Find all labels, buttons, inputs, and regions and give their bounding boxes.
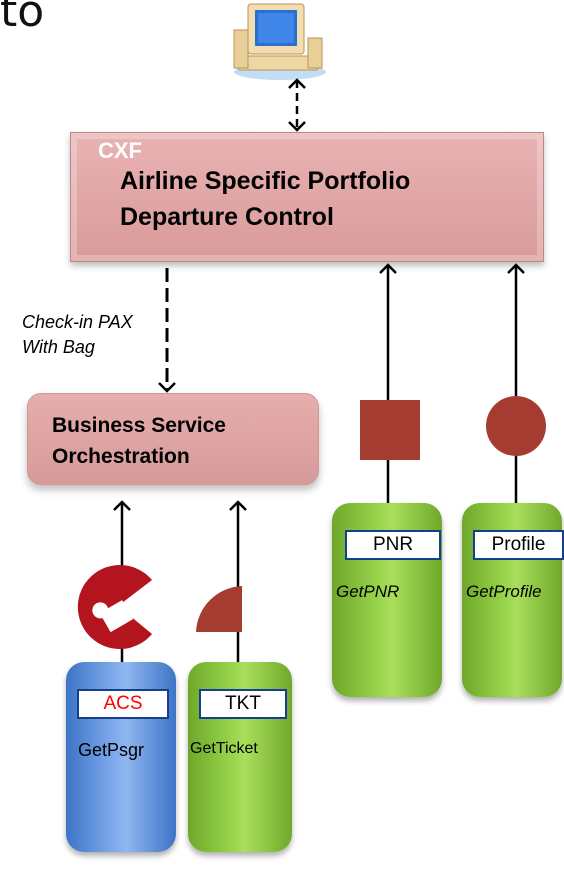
pnr-tag: PNR	[345, 530, 441, 560]
acs-tag: ACS	[77, 689, 169, 719]
cxf-line2: Departure Control	[120, 203, 334, 231]
flow-label: Check-in PAX With Bag	[22, 310, 133, 360]
cxf-line1: Airline Specific Portfolio	[120, 167, 411, 195]
quarter-circle-icon	[196, 586, 242, 632]
pnr-service-name: GetPNR	[336, 582, 400, 601]
title-fragment: to	[0, 0, 45, 37]
tkt-tag: TKT	[199, 689, 287, 719]
cxf-title: Airline Specific Portfolio Departure Con…	[120, 163, 410, 235]
orchestration-line1: Business Service	[52, 414, 226, 437]
pie-chart-icon	[77, 565, 152, 649]
orchestration-box	[27, 393, 319, 485]
flow-label-line2: With Bag	[22, 337, 95, 357]
circle-icon	[486, 396, 546, 456]
cxf-layer-box	[70, 132, 544, 262]
acs-service-name: GetPsgr	[78, 740, 145, 760]
orchestration-line2: Orchestration	[52, 445, 190, 468]
orchestration-title: Business Service Orchestration	[52, 410, 226, 472]
profile-tag: Profile	[473, 530, 564, 560]
profile-service-name: GetProfile	[466, 582, 542, 601]
computer-icon	[233, 3, 326, 80]
tkt-service-name: GetTicket	[190, 740, 258, 757]
square-icon	[360, 400, 420, 460]
cxf-tag: CXF	[98, 138, 142, 163]
flow-label-line1: Check-in PAX	[22, 312, 133, 332]
